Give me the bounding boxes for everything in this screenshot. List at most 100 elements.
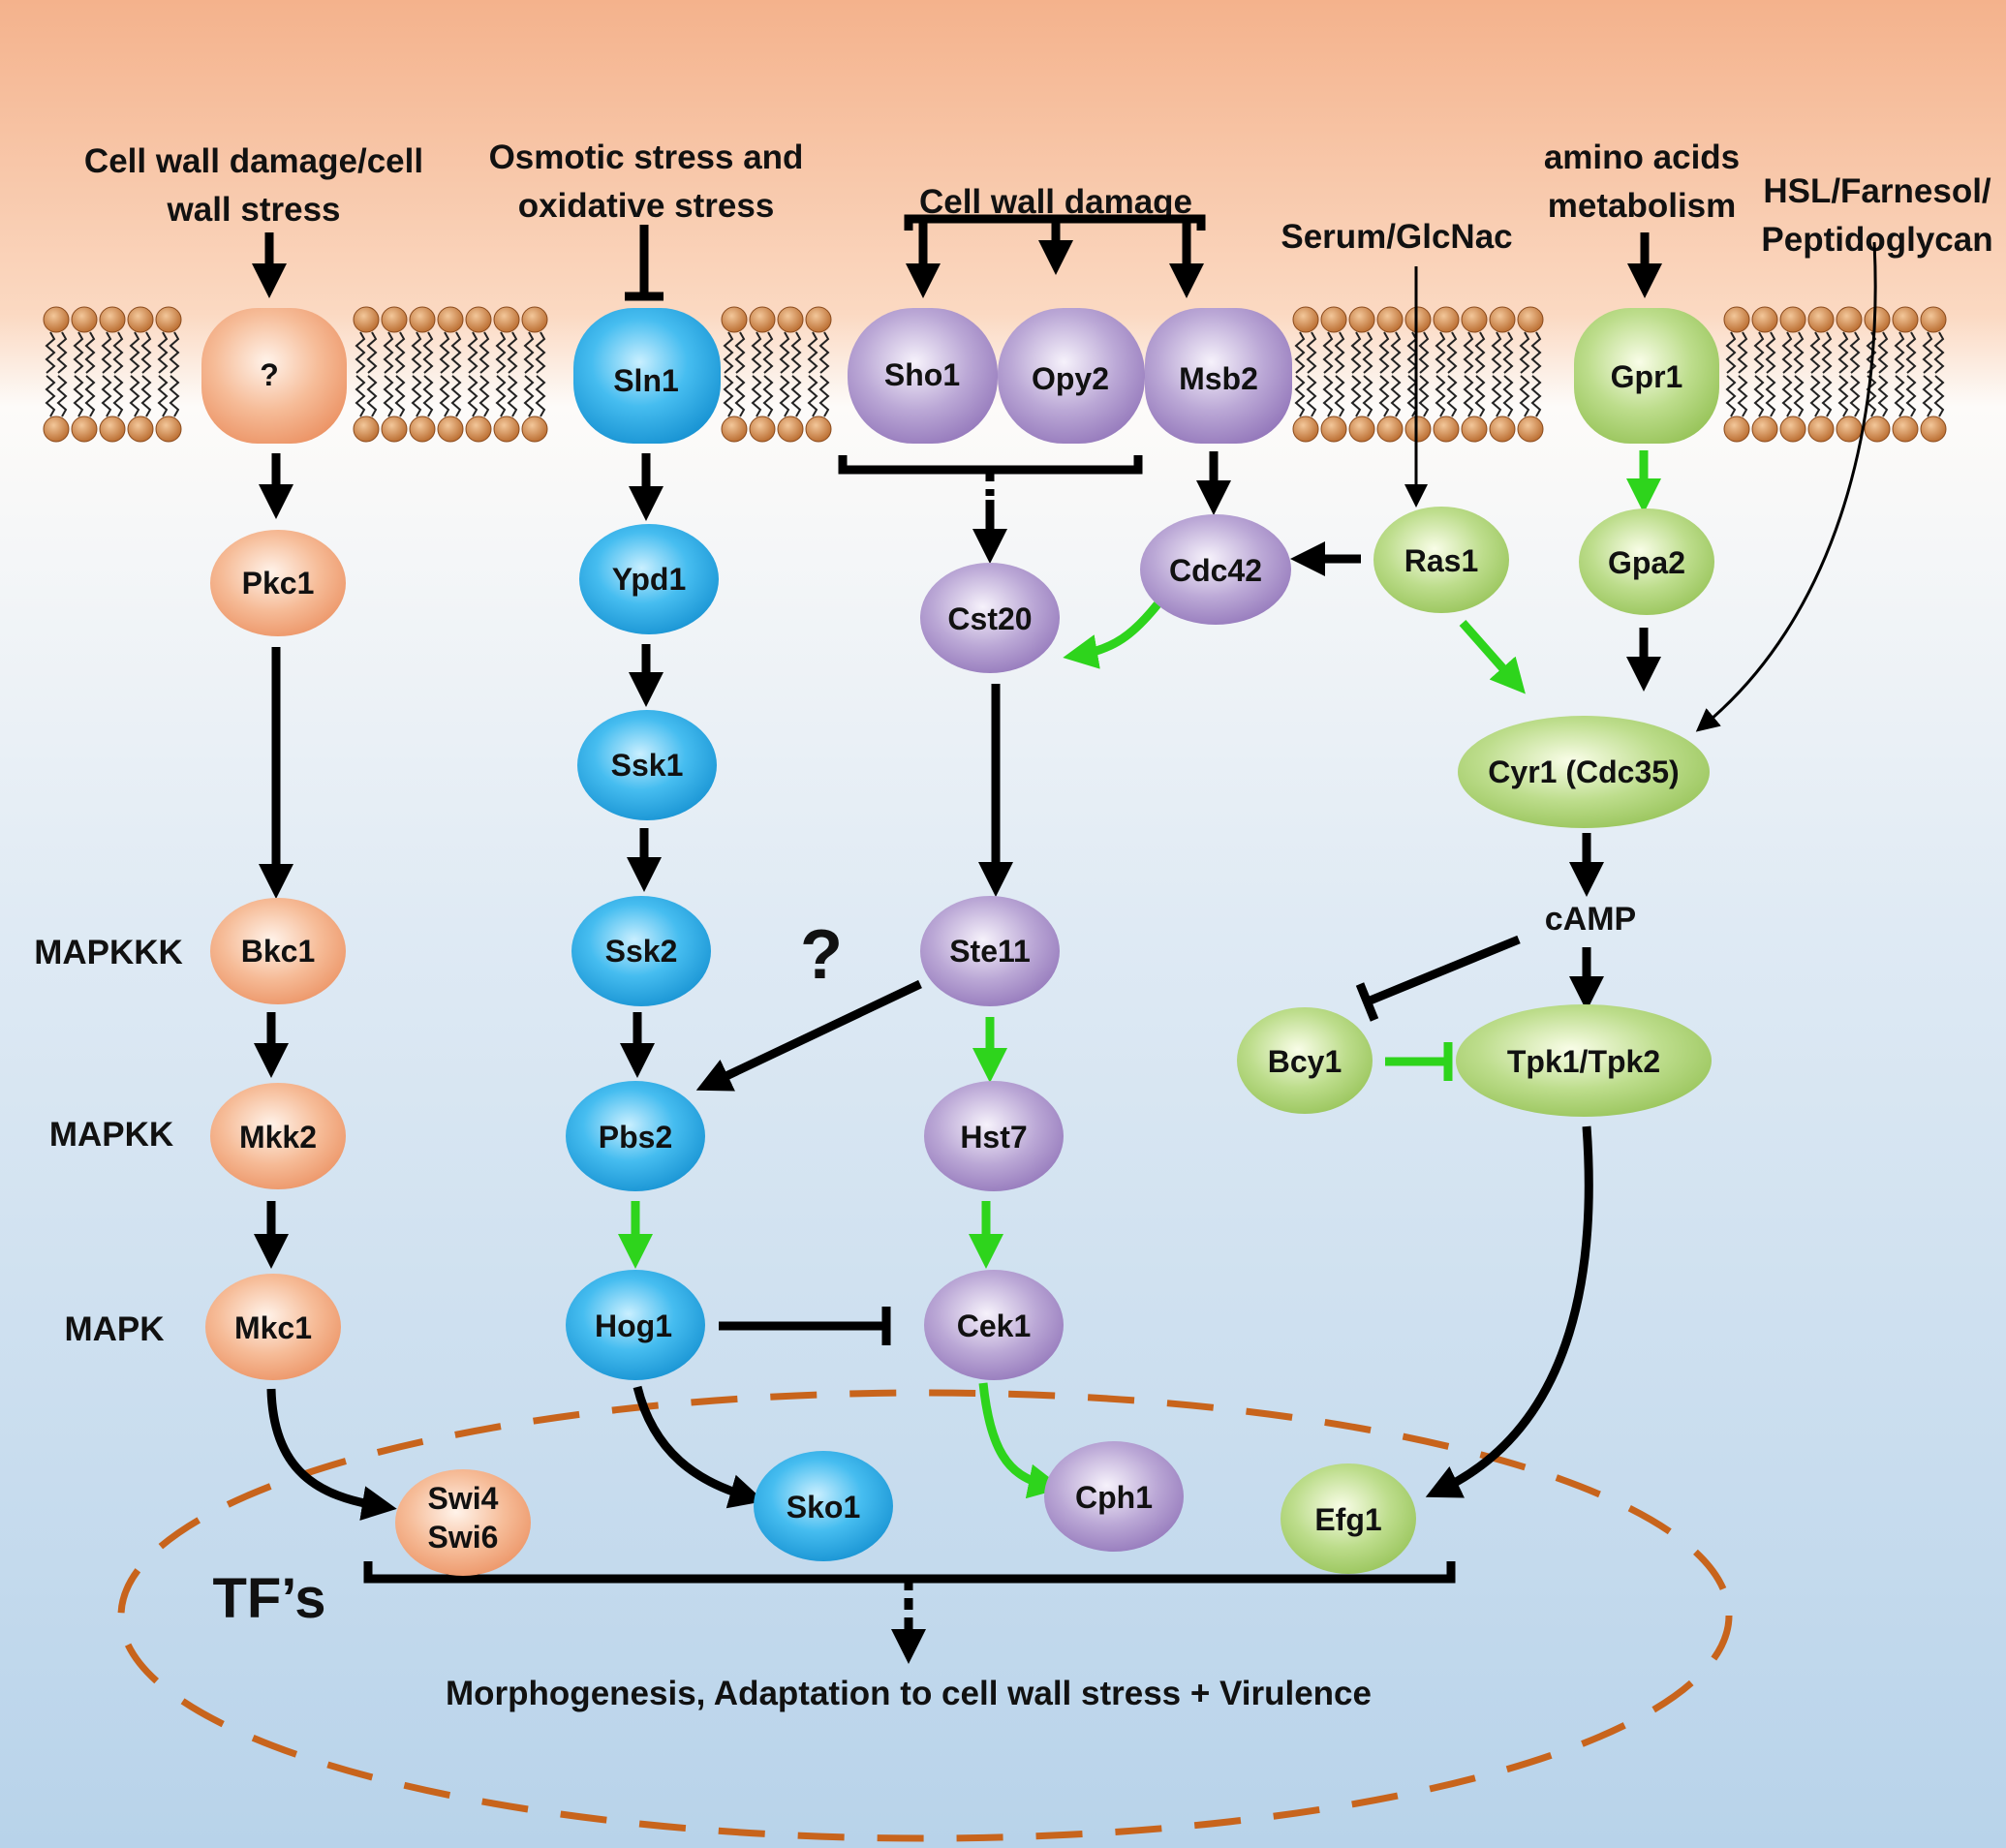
lipid-head [43, 416, 70, 443]
lipid-head [1292, 306, 1319, 333]
lipid-tail [84, 375, 96, 417]
lipid-tail [1306, 331, 1317, 374]
tf-efg1 [1281, 1463, 1416, 1574]
node-ssk1 [577, 710, 717, 820]
lipid-tail [467, 375, 478, 417]
stimulus-cell-wall-stress-line1: Cell wall damage/cell [84, 142, 423, 180]
lipid-head [1836, 306, 1863, 333]
lipid-tail [1294, 331, 1306, 374]
lipid-tail [383, 375, 394, 417]
lipid-tail [1390, 331, 1402, 374]
lipid-tail [1474, 331, 1486, 374]
lipid-tail [1809, 331, 1821, 374]
stimulus-amino-line1: amino acids [1544, 139, 1740, 176]
lipid-head [1864, 416, 1891, 443]
lipid-tail [439, 375, 450, 417]
lipid-tail [779, 375, 790, 417]
lipid-tail [734, 331, 746, 374]
outcome-label: Morphogenesis, Adaptation to cell wall s… [446, 1675, 1372, 1712]
lipid-tail [450, 375, 462, 417]
node-ypd1 [579, 524, 719, 634]
lipid-head [721, 306, 748, 333]
lipid-tail [751, 331, 762, 374]
lipid-tail [1502, 331, 1514, 374]
lipid-head [353, 306, 380, 333]
lipid-head [1920, 416, 1947, 443]
lipid-tail [1737, 375, 1748, 417]
lipid-tail [807, 375, 818, 417]
lipid-head [71, 416, 98, 443]
lipid-tail [1446, 331, 1458, 374]
tf-swi4-swi6 [395, 1469, 531, 1576]
lipid-tail [112, 331, 124, 374]
lipid-tail [1821, 331, 1833, 374]
lipid-tail [1418, 375, 1430, 417]
level-mapkkk: MAPKKK [34, 934, 183, 971]
lipid-tail [1781, 331, 1793, 374]
lipid-tail [1922, 375, 1933, 417]
lipid-head [71, 306, 98, 333]
lipid-tail [355, 375, 366, 417]
node-gpa2 [1579, 508, 1714, 615]
lipid-head [749, 416, 776, 443]
lipid-tail [129, 375, 140, 417]
lipid-tail [1894, 375, 1905, 417]
lipid-tail [1530, 375, 1542, 417]
lipid-tail [56, 331, 68, 374]
lipid-tail [411, 375, 422, 417]
lipid-tail [56, 375, 68, 417]
lipid-tail [411, 331, 422, 374]
lipid-tail [112, 375, 124, 417]
receptor-sho1 [848, 308, 998, 444]
node-bkc1-label: Bkc1 [241, 934, 316, 969]
lipid-tail [1725, 375, 1737, 417]
lipid-tail [1837, 331, 1849, 374]
inhibit-camp-bar [1355, 982, 1379, 1022]
lipid-tail [1765, 331, 1776, 374]
lipid-tail [101, 331, 112, 374]
arrow-ras1-to-cyr1 [1459, 620, 1526, 694]
level-mapk: MAPK [64, 1310, 164, 1348]
lipid-tail [1294, 375, 1306, 417]
node-bkc1 [210, 898, 346, 1004]
lipid-tail [779, 331, 790, 374]
tf-cph1-label: Cph1 [1075, 1480, 1153, 1515]
lipid-tail [1502, 375, 1514, 417]
lipid-head [1433, 306, 1460, 333]
lipid-tail [818, 331, 830, 374]
lipid-head [1517, 416, 1544, 443]
lipid-tail [1378, 331, 1390, 374]
lipid-tail [1435, 331, 1446, 374]
lipid-tail [1753, 331, 1765, 374]
stimulus-osmotic-line2: oxidative stress [518, 187, 775, 225]
lipid-tail [355, 331, 366, 374]
node-cdc42 [1140, 514, 1291, 625]
lipid-tail [790, 375, 802, 417]
lipid-tail [495, 375, 507, 417]
lipid-head [1461, 306, 1488, 333]
node-ste11 [920, 896, 1060, 1006]
lipid-tail [1765, 375, 1776, 417]
node-mkc1 [205, 1274, 341, 1380]
lipid-tail [1753, 375, 1765, 417]
receptor-gpr1-label: Gpr1 [1611, 359, 1683, 394]
lipid-tail [723, 375, 734, 417]
lipid-tail [818, 375, 830, 417]
lipid-tail [1390, 375, 1402, 417]
lipid-head [465, 306, 492, 333]
node-hst7 [924, 1081, 1064, 1191]
lipid-tail [1446, 375, 1458, 417]
lipid-tail [478, 375, 490, 417]
node-bcy1 [1237, 1007, 1373, 1114]
lipid-tail [1306, 375, 1317, 417]
lipid-head [493, 306, 520, 333]
lipid-tail [1837, 375, 1849, 417]
stimulus-hsl-line1: HSL/Farnesol/ [1763, 172, 1991, 210]
lipid-head [1320, 416, 1347, 443]
lipid-head [155, 416, 182, 443]
lipid-tail [394, 375, 406, 417]
lipid-tail [1474, 375, 1486, 417]
lipid-head [1348, 416, 1375, 443]
lipid-head [1404, 306, 1432, 333]
lipid-head [1461, 416, 1488, 443]
